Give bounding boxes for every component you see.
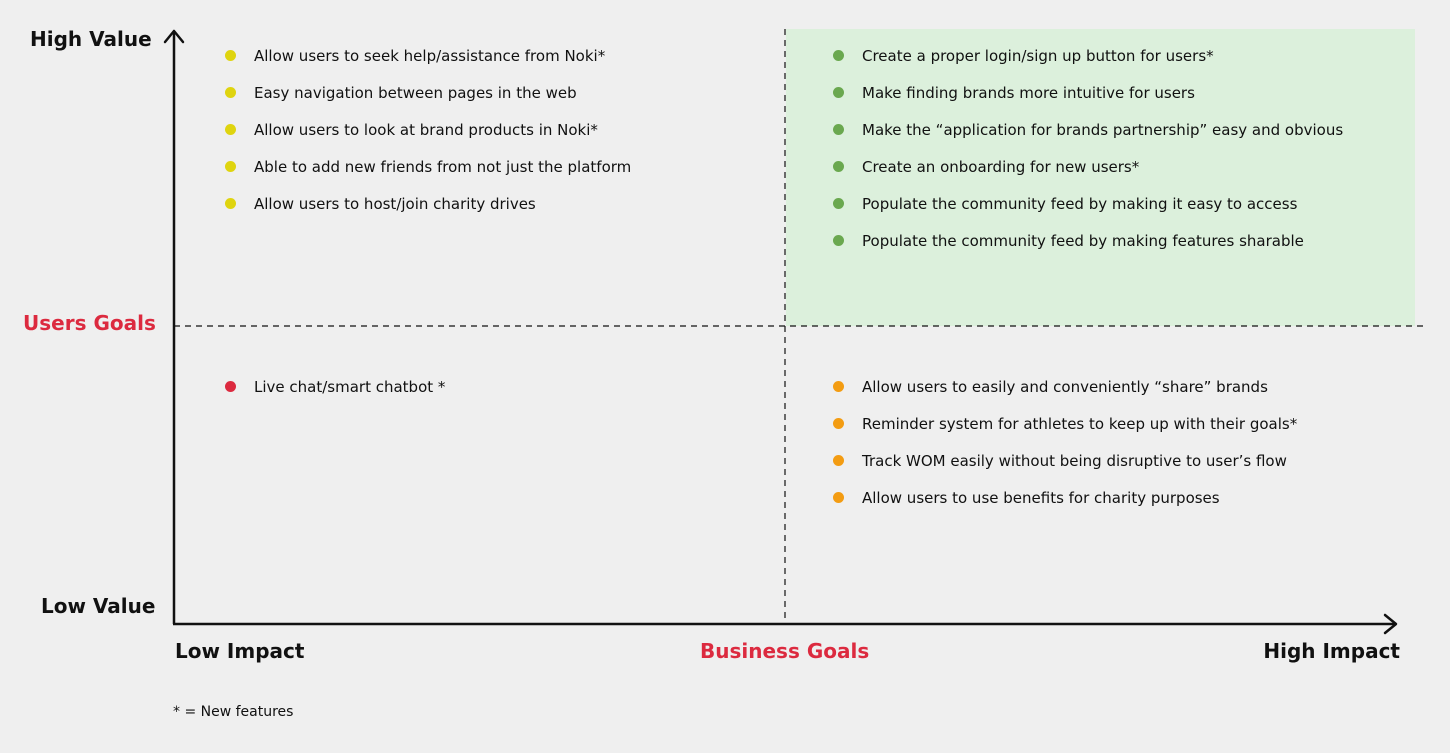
list-item: Allow users to host/join charity drives xyxy=(225,194,631,231)
list-item: Create a proper login/sign up button for… xyxy=(833,46,1343,83)
list-item: Make the “application for brands partner… xyxy=(833,120,1343,157)
y-axis-users-goals-label: Users Goals xyxy=(23,311,156,335)
y-axis-high-value-label: High Value xyxy=(30,27,152,51)
orange-bullet-icon xyxy=(833,418,844,429)
y-axis-arrowhead xyxy=(163,29,185,44)
red-bullet-icon xyxy=(225,381,236,392)
x-axis-arrowhead xyxy=(1383,613,1398,635)
yellow-bullet-icon xyxy=(225,161,236,172)
quadrant-bottom-left-list: Live chat/smart chatbot * xyxy=(225,377,445,414)
orange-bullet-icon xyxy=(833,492,844,503)
list-item: Create an onboarding for new users* xyxy=(833,157,1343,194)
list-item-text: Allow users to seek help/assistance from… xyxy=(254,47,606,65)
list-item: Reminder system for athletes to keep up … xyxy=(833,414,1297,451)
quadrant-top-left-list: Allow users to seek help/assistance from… xyxy=(225,46,631,231)
quadrant-top-right-list: Create a proper login/sign up button for… xyxy=(833,46,1343,268)
list-item-text: Reminder system for athletes to keep up … xyxy=(862,415,1298,433)
list-item: Able to add new friends from not just th… xyxy=(225,157,631,194)
list-item: Track WOM easily without being disruptiv… xyxy=(833,451,1297,488)
list-item: Allow users to use benefits for charity … xyxy=(833,488,1297,525)
green-bullet-icon xyxy=(833,124,844,135)
list-item: Live chat/smart chatbot * xyxy=(225,377,445,414)
green-bullet-icon xyxy=(833,161,844,172)
list-item-text: Populate the community feed by making it… xyxy=(862,195,1298,213)
orange-bullet-icon xyxy=(833,455,844,466)
list-item: Populate the community feed by making fe… xyxy=(833,231,1343,268)
list-item-text: Populate the community feed by making fe… xyxy=(862,232,1304,250)
green-bullet-icon xyxy=(833,87,844,98)
list-item-text: Allow users to use benefits for charity … xyxy=(862,489,1220,507)
x-axis-high-impact-label: High Impact xyxy=(1263,639,1400,663)
list-item-text: Allow users to easily and conveniently “… xyxy=(862,378,1268,396)
footnote: * = New features xyxy=(173,704,294,720)
list-item-text: Make finding brands more intuitive for u… xyxy=(862,84,1195,102)
list-item: Easy navigation between pages in the web xyxy=(225,83,631,120)
list-item: Populate the community feed by making it… xyxy=(833,194,1343,231)
yellow-bullet-icon xyxy=(225,87,236,98)
list-item: Allow users to easily and conveniently “… xyxy=(833,377,1297,414)
quadrant-bottom-right-list: Allow users to easily and conveniently “… xyxy=(833,377,1297,525)
list-item-text: Easy navigation between pages in the web xyxy=(254,84,577,102)
list-item-text: Track WOM easily without being disruptiv… xyxy=(862,452,1287,470)
list-item-text: Create an onboarding for new users* xyxy=(862,158,1140,176)
list-item: Allow users to look at brand products in… xyxy=(225,120,631,157)
yellow-bullet-icon xyxy=(225,198,236,209)
orange-bullet-icon xyxy=(833,381,844,392)
green-bullet-icon xyxy=(833,198,844,209)
list-item-text: Allow users to host/join charity drives xyxy=(254,195,536,213)
x-axis-business-goals-label: Business Goals xyxy=(700,639,870,663)
green-bullet-icon xyxy=(833,50,844,61)
list-item-text: Allow users to look at brand products in… xyxy=(254,121,598,139)
list-item-text: Make the “application for brands partner… xyxy=(862,121,1344,139)
x-axis-low-impact-label: Low Impact xyxy=(175,639,305,663)
list-item: Make finding brands more intuitive for u… xyxy=(833,83,1343,120)
list-item: Allow users to seek help/assistance from… xyxy=(225,46,631,83)
list-item-text: Live chat/smart chatbot * xyxy=(254,378,446,396)
yellow-bullet-icon xyxy=(225,50,236,61)
green-bullet-icon xyxy=(833,235,844,246)
high-value-high-impact-highlight xyxy=(786,29,1415,326)
yellow-bullet-icon xyxy=(225,124,236,135)
list-item-text: Create a proper login/sign up button for… xyxy=(862,47,1214,65)
y-axis-low-value-label: Low Value xyxy=(41,594,156,618)
list-item-text: Able to add new friends from not just th… xyxy=(254,158,632,176)
